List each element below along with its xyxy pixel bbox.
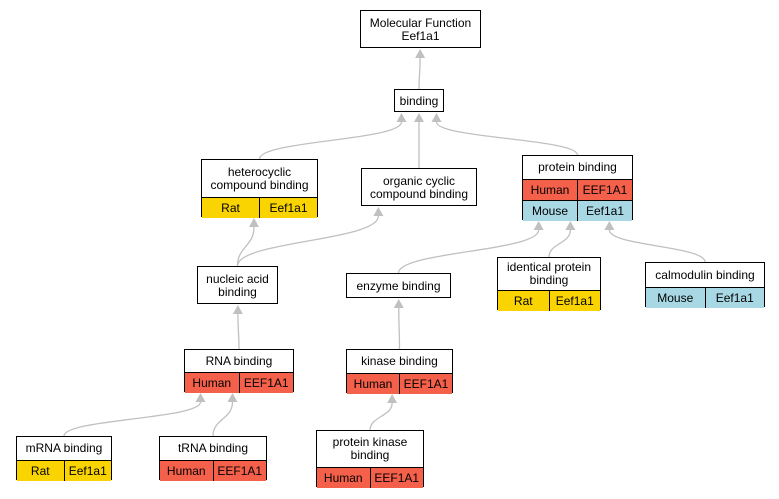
node-label: calmodulin binding xyxy=(655,267,755,282)
species-cell: Rat xyxy=(513,294,533,308)
species-cell: Rat xyxy=(221,201,240,215)
species-cell: Human xyxy=(192,376,232,390)
arrowhead-icon xyxy=(533,221,544,230)
gene-cell: EEF1A1 xyxy=(212,461,267,481)
node-label: binding xyxy=(399,94,439,108)
annotation-row: Human EEF1A1 xyxy=(347,373,452,394)
gene-cell: EEF1A1 xyxy=(238,373,294,393)
gene-cell: EEF1A1 xyxy=(399,374,452,394)
edge-mrna-binding-to-rna-binding xyxy=(63,401,202,437)
node-organic-cyclic: organic cyclic compound binding xyxy=(361,168,477,206)
edge-binding-to-root xyxy=(418,57,421,90)
node-label: heterocyclic compound binding xyxy=(210,164,309,192)
node-enzyme-binding: enzyme binding xyxy=(346,273,451,298)
annotation-row: Rat Eef1a1 xyxy=(498,290,600,311)
node-label: Molecular Function Eef1a1 xyxy=(369,16,472,43)
arrowhead-icon xyxy=(396,113,407,122)
node-label: organic cyclic compound binding xyxy=(369,174,469,201)
annotation-row: Human EEF1A1 xyxy=(160,460,266,481)
arrowhead-icon xyxy=(393,299,404,308)
arrowhead-icon xyxy=(373,207,384,216)
arrowhead-icon xyxy=(415,49,426,58)
annotation-row: Mouse Eef1a1 xyxy=(523,200,632,221)
species-cell: Human xyxy=(323,471,363,485)
annotation-row: Human EEF1A1 xyxy=(317,467,423,488)
annotation-row: Rat Eef1a1 xyxy=(202,197,317,218)
gene-cell: EEF1A1 xyxy=(369,468,424,488)
arrowhead-icon xyxy=(387,394,398,403)
edge-protein-kinase-to-kinase-binding xyxy=(369,402,393,431)
gene-cell: EEF1A1 xyxy=(577,180,632,200)
arrowhead-icon xyxy=(249,218,259,227)
arrowhead-icon xyxy=(195,393,206,402)
edge-identical-protein-to-protein-binding xyxy=(548,229,572,258)
edge-calmodulin-to-protein-binding xyxy=(608,229,706,263)
node-label: RNA binding xyxy=(205,353,273,368)
gene-cell: Eef1a1 xyxy=(548,291,601,311)
edge-enzyme-binding-to-protein-binding xyxy=(397,229,540,274)
node-label: enzyme binding xyxy=(356,279,441,293)
edge-nucleic-acid-to-organic-cyclic xyxy=(236,215,380,267)
species-cell: Human xyxy=(353,377,393,391)
species-cell: Rat xyxy=(30,464,50,478)
node-label: nucleic acid binding xyxy=(206,272,269,299)
arrowhead-icon xyxy=(565,221,576,230)
annotation-row: Rat Eef1a1 xyxy=(17,460,111,481)
node-nucleic-acid: nucleic acid binding xyxy=(197,266,278,304)
node-root: Molecular Function Eef1a1 xyxy=(360,10,481,48)
node-label: protein kinase binding xyxy=(332,435,408,462)
annotation-row: Mouse Eef1a1 xyxy=(646,287,764,308)
gene-cell: Eef1a1 xyxy=(577,201,632,221)
gene-cell: Eef1a1 xyxy=(259,198,317,218)
node-binding: binding xyxy=(394,89,444,112)
edge-protein-binding-to-binding xyxy=(435,121,579,156)
edge-rna-binding-to-nucleic-acid xyxy=(237,313,240,350)
edge-nucleic-acid-to-heterocyclic xyxy=(236,226,255,267)
gene-cell: Eef1a1 xyxy=(63,461,112,481)
species-cell: Human xyxy=(166,464,206,478)
node-label: kinase binding xyxy=(361,354,438,368)
annotation-row: Human EEF1A1 xyxy=(523,179,632,200)
node-label: mRNA binding xyxy=(25,441,103,455)
node-label: identical protein binding xyxy=(506,260,592,287)
species-cell: Human xyxy=(530,183,570,197)
arrowhead-icon xyxy=(414,113,424,122)
arrowhead-icon xyxy=(227,393,238,402)
gene-cell: Eef1a1 xyxy=(704,288,765,308)
edge-heterocyclic-to-binding xyxy=(258,121,403,160)
node-label: protein binding xyxy=(538,160,617,174)
arrowhead-icon xyxy=(604,221,615,230)
edge-kinase-binding-to-enzyme-binding xyxy=(398,307,401,350)
edge-trna-binding-to-rna-binding xyxy=(212,401,234,437)
species-cell: Mouse xyxy=(657,291,694,305)
arrowhead-icon xyxy=(431,113,442,122)
species-cell: Mouse xyxy=(531,204,569,218)
annotation-row: Human EEF1A1 xyxy=(185,372,293,393)
node-label: tRNA binding xyxy=(177,441,249,455)
arrowhead-icon xyxy=(232,305,243,314)
